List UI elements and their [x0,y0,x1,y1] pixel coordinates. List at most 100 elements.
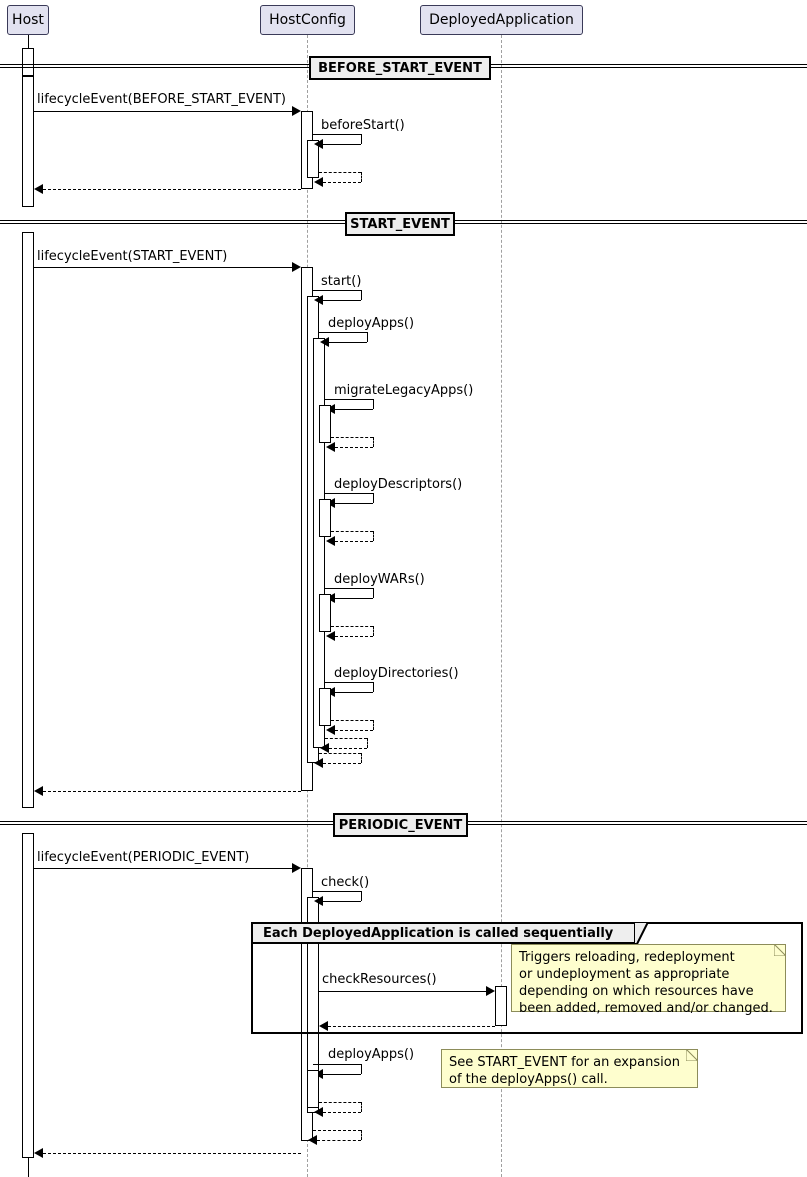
participant-hostconfig-label: HostConfig [269,12,346,28]
message-self-top-migratelegacyapps [325,399,373,400]
return-arrowhead-deployapps-periodic [314,1107,323,1117]
divider-before-start-text: BEFORE_START_EVENT [318,60,482,76]
divider-start-label: START_EVENT [345,212,455,236]
return-self-top-migratelegacyapps [331,437,373,438]
message-self-right-deploywars [373,588,374,598]
message-self-top-deploydescriptors [325,493,373,494]
message-label-migratelegacyapps: migrateLegacyApps() [334,383,474,398]
message-self-bottom-deployapps-start [329,342,367,343]
participant-host-label: Host [12,12,44,28]
return-self-bottom-migratelegacyapps [335,447,373,448]
activation-hostconfig-deploydirectories [319,688,331,726]
message-label-deploydirectories: deployDirectories() [334,666,459,681]
message-label-deployapps-start: deployApps() [328,316,415,331]
message-line-lifecycle-start [34,267,292,268]
group-header-label: Each DeployedApplication is called seque… [263,925,614,941]
activation-host-periodic [22,833,34,1158]
message-self-top-before-start [313,134,361,135]
return-self-right-start [361,753,362,763]
note-deployapps-line-1: See START_EVENT for an expansion [449,1055,680,1070]
lifeline-host-lower [28,1157,29,1177]
return-self-top-before-start [319,172,361,173]
return-line-start-to-host [43,791,301,792]
message-self-right-start [361,290,362,300]
participant-host[interactable]: Host [7,5,49,35]
return-arrowhead-start-to-host [34,786,43,796]
note-checkresources-line-2: or undeployment as appropriate [519,967,730,982]
message-self-top-deployapps-periodic [313,1064,361,1065]
divider-periodic-label: PERIODIC_EVENT [333,813,468,837]
note-checkresources: Triggers reloading, redeployment or unde… [511,944,786,1016]
note-checkresources-line-1: Triggers reloading, redeployment [519,950,735,965]
message-arrowhead-lifecycle-before-start [292,106,301,116]
message-line-lifecycle-before-start [34,111,292,112]
return-arrowhead-before-start-to-host [34,184,43,194]
note-checkresources-line-4: been added, removed and/or changed. [519,1001,773,1016]
message-self-top-deployapps-start [319,332,367,333]
message-self-bottom-deploydirectories [335,692,373,693]
return-self-top-deploydescriptors [331,531,373,532]
message-self-top-deploywars [325,588,373,589]
message-arrowhead-lifecycle-periodic [292,863,301,873]
message-self-right-deploydirectories [373,682,374,692]
return-self-top-deployapps-start [325,738,367,739]
return-arrowhead-deployapps-start [320,743,329,753]
message-self-bottom-migratelegacyapps [335,409,373,410]
note-checkresources-fold-icon [774,944,786,956]
lifeline-deployedapplication [501,35,502,1177]
participant-hostconfig[interactable]: HostConfig [260,5,355,35]
message-self-right-migratelegacyapps [373,399,374,409]
return-arrowhead-migratelegacyapps [326,442,335,452]
message-label-deploywars: deployWARs() [334,572,425,587]
return-self-bottom-deploydirectories [335,730,373,731]
message-label-check: check() [321,875,370,890]
group-header-tab-icon [634,922,650,945]
message-arrowhead-deployapps-start [320,337,329,347]
message-line-checkresources [319,991,486,992]
return-self-right-deploydescriptors [373,531,374,541]
message-label-lifecycle-periodic: lifecycleEvent(PERIODIC_EVENT) [37,850,250,865]
return-line-periodic-to-host [43,1153,301,1154]
return-line-before-start-to-host [43,189,301,190]
group-header-each-deployedapplication: Each DeployedApplication is called seque… [251,922,636,944]
message-arrowhead-check [314,896,323,906]
divider-periodic-text: PERIODIC_EVENT [338,817,463,833]
return-self-top-deployapps-periodic [319,1102,361,1103]
return-self-top-deploydirectories [331,720,373,721]
activation-hostconfig-deploydescriptors [319,499,331,537]
return-self-right-deploydirectories [373,720,374,730]
return-self-right-deploywars [373,626,374,636]
message-self-right-deployapps-periodic [361,1064,362,1074]
activation-hostconfig-periodic-l2 [307,897,319,1113]
message-label-start: start() [321,274,362,289]
return-self-bottom-start [323,763,361,764]
note-deployapps: See START_EVENT for an expansion of the … [441,1049,698,1088]
message-self-bottom-check [323,901,361,902]
return-arrowhead-deploydescriptors [326,536,335,546]
message-arrowhead-lifecycle-start [292,262,301,272]
return-self-top-deploywars [331,626,373,627]
activation-host-start [22,232,34,808]
message-self-top-check [313,891,361,892]
activation-hostconfig-before-start-inner [307,140,319,178]
message-self-right-before-start [361,134,362,144]
return-self-right-before-start [361,172,362,182]
message-label-lifecycle-before-start: lifecycleEvent(BEFORE_START_EVENT) [37,92,286,107]
return-arrowhead-start [314,758,323,768]
note-checkresources-line-3: depending on which resources have [519,984,754,999]
participant-deployedapplication[interactable]: DeployedApplication [420,5,583,35]
activation-host-before-start [22,76,34,207]
message-arrowhead-start [314,295,323,305]
divider-start-text: START_EVENT [350,216,450,232]
return-self-bottom-before-start [323,182,361,183]
message-line-lifecycle-periodic [34,868,292,869]
return-arrowhead-before-start [314,177,323,187]
return-self-bottom-deploydescriptors [335,541,373,542]
message-self-right-deployapps-start [367,332,368,342]
message-label-before-start: beforeStart() [321,118,405,133]
message-label-deployapps-periodic: deployApps() [328,1047,415,1062]
activation-hostconfig-deployapps-periodic [307,1070,319,1108]
message-self-bottom-before-start [323,144,361,145]
return-self-bottom-deployapps-periodic [323,1112,361,1113]
